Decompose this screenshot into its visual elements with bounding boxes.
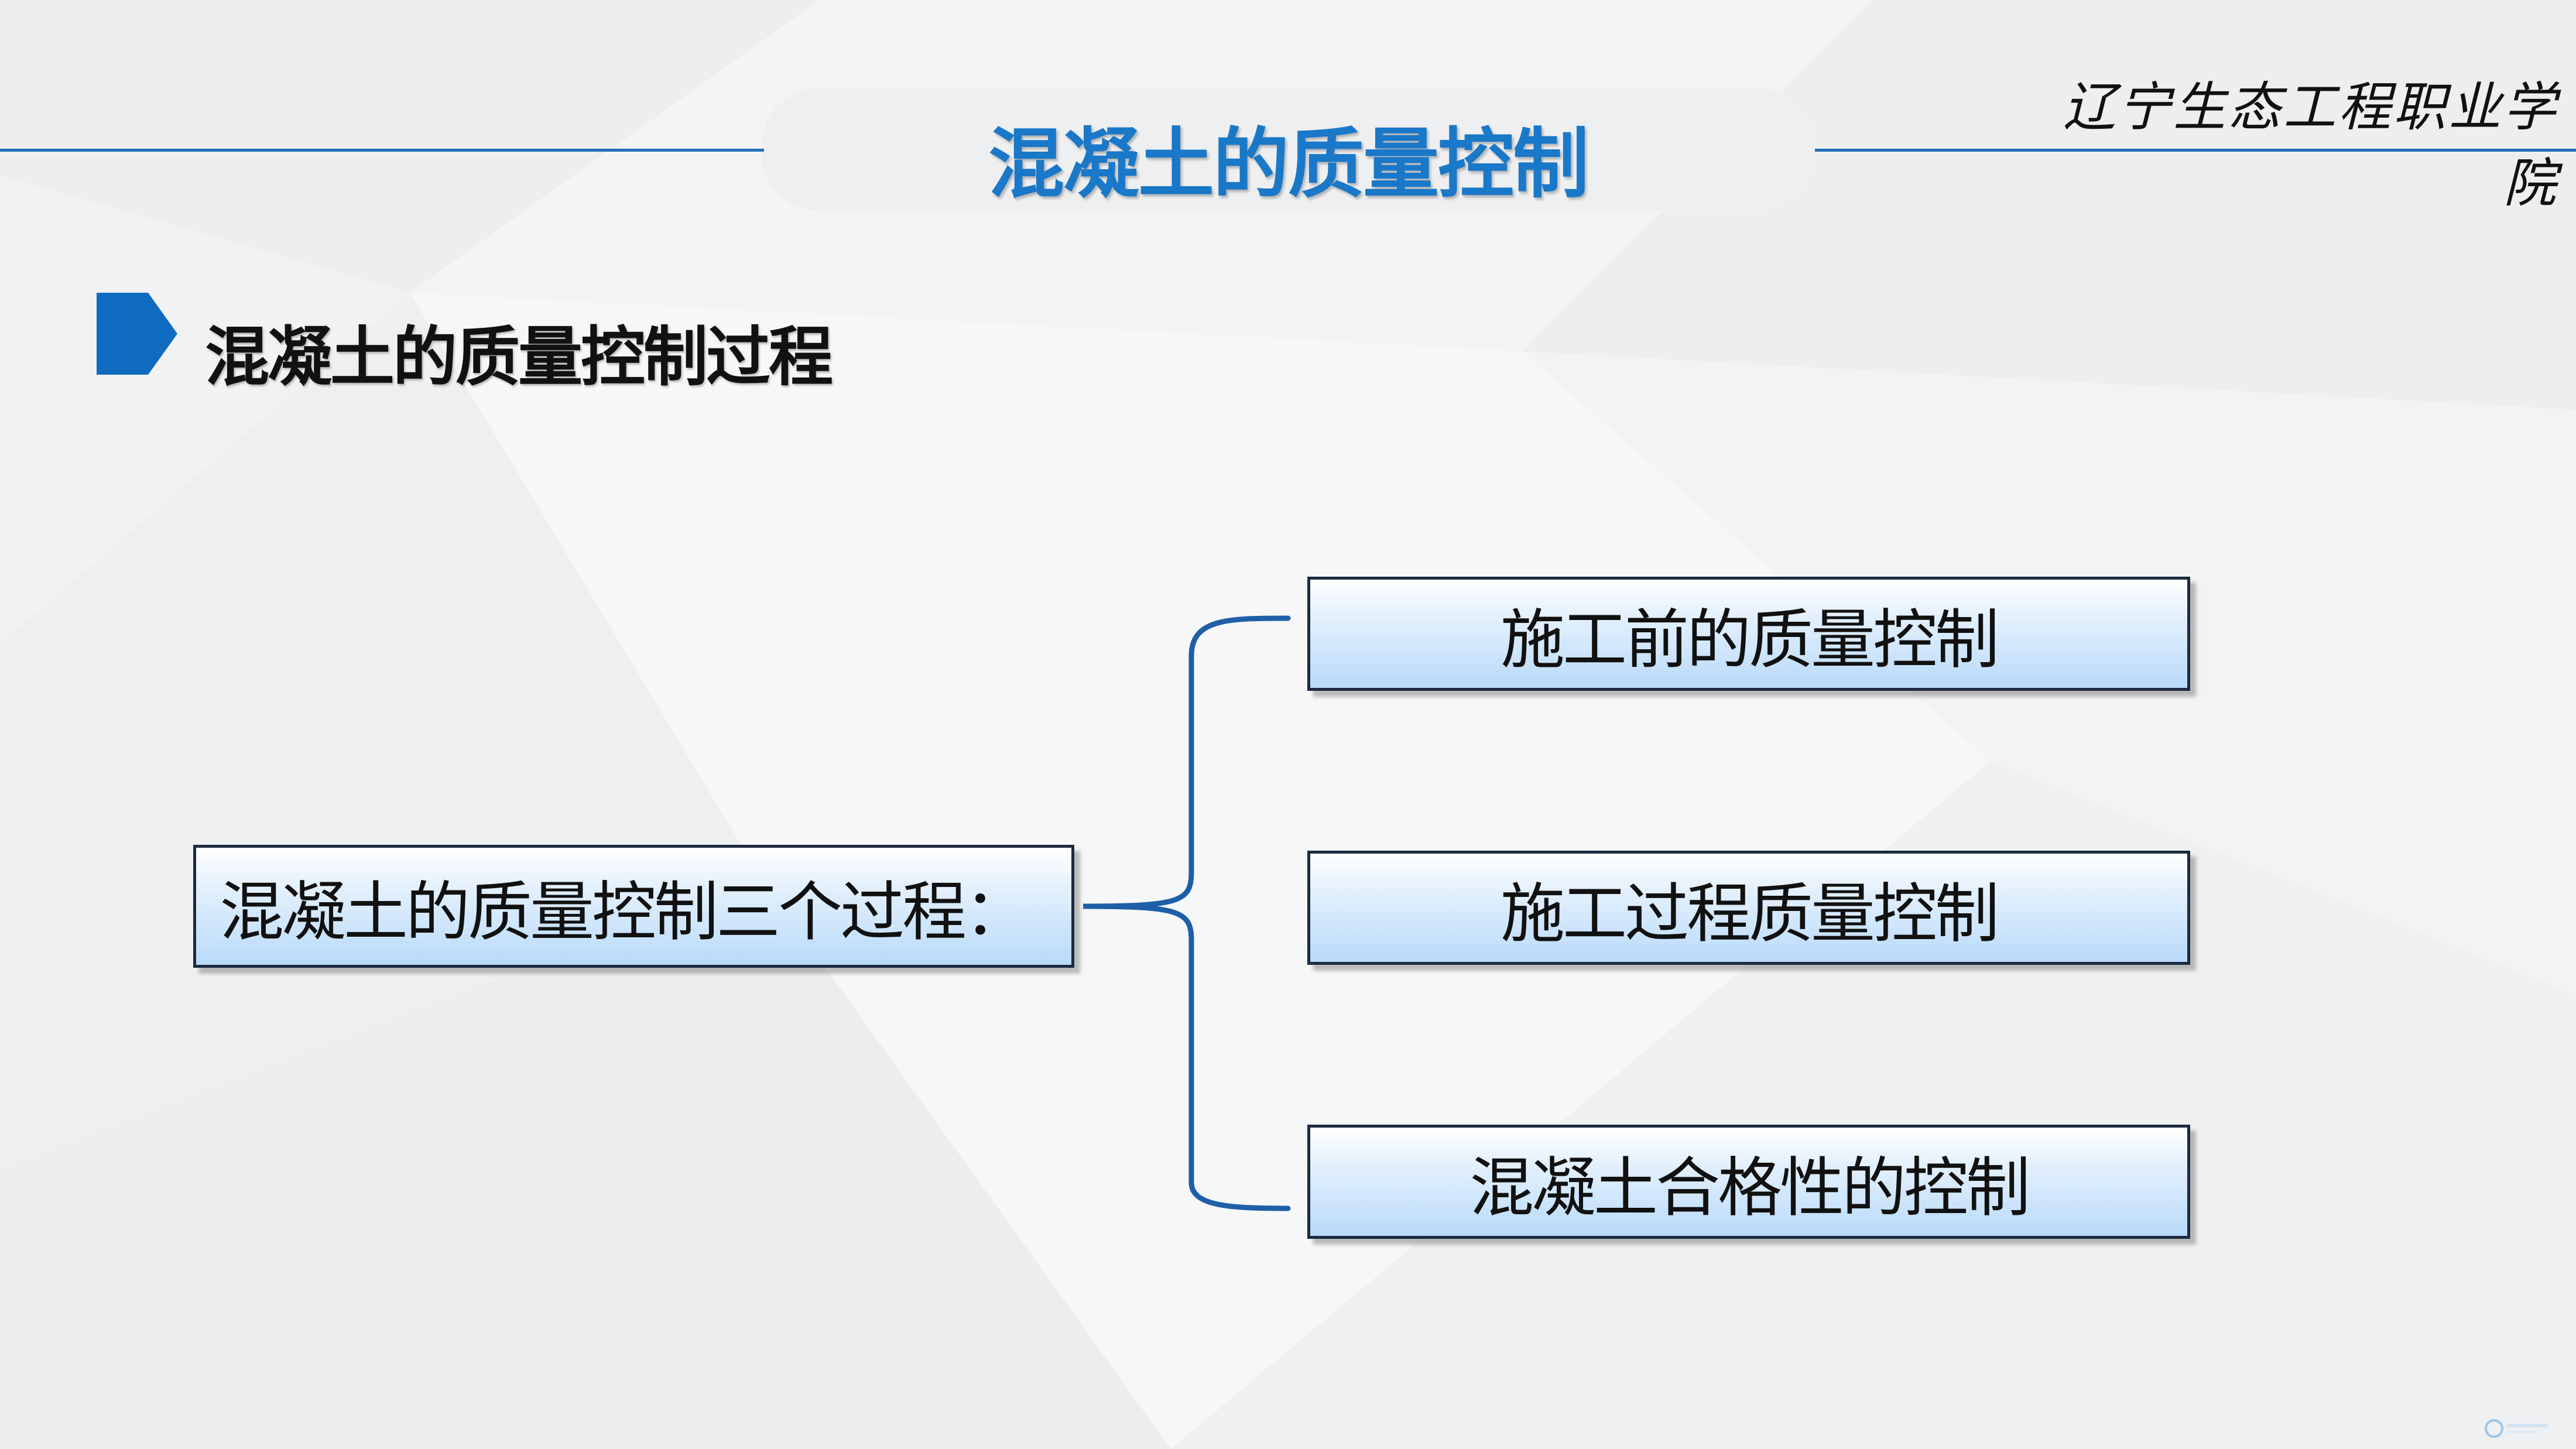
root-node: 混凝土的质量控制三个过程： <box>193 845 1074 968</box>
title-rule-left <box>0 149 764 152</box>
section-marker-icon <box>97 293 177 375</box>
curly-brace-connector <box>1083 615 1291 1211</box>
child-node-3: 混凝土合格性的控制 <box>1307 1125 2190 1239</box>
root-node-label: 混凝土的质量控制三个过程： <box>220 875 1029 950</box>
title-banner <box>761 88 1815 211</box>
school-name-logo: 辽宁生态工程职业学院 <box>2063 77 2558 214</box>
section-heading: 混凝土的质量控制过程 <box>205 320 833 395</box>
child-node-1-label: 施工前的质量控制 <box>1501 602 1999 677</box>
child-node-3-label: 混凝土合格性的控制 <box>1469 1150 2030 1225</box>
child-node-2-label: 施工过程质量控制 <box>1501 876 1999 951</box>
watermark-logo-icon <box>2485 1419 2548 1438</box>
child-node-2: 施工过程质量控制 <box>1307 851 2190 965</box>
title-rule-right <box>1815 149 2576 152</box>
slide-title: 混凝土的质量控制 <box>988 119 1589 208</box>
child-node-1: 施工前的质量控制 <box>1307 577 2190 691</box>
